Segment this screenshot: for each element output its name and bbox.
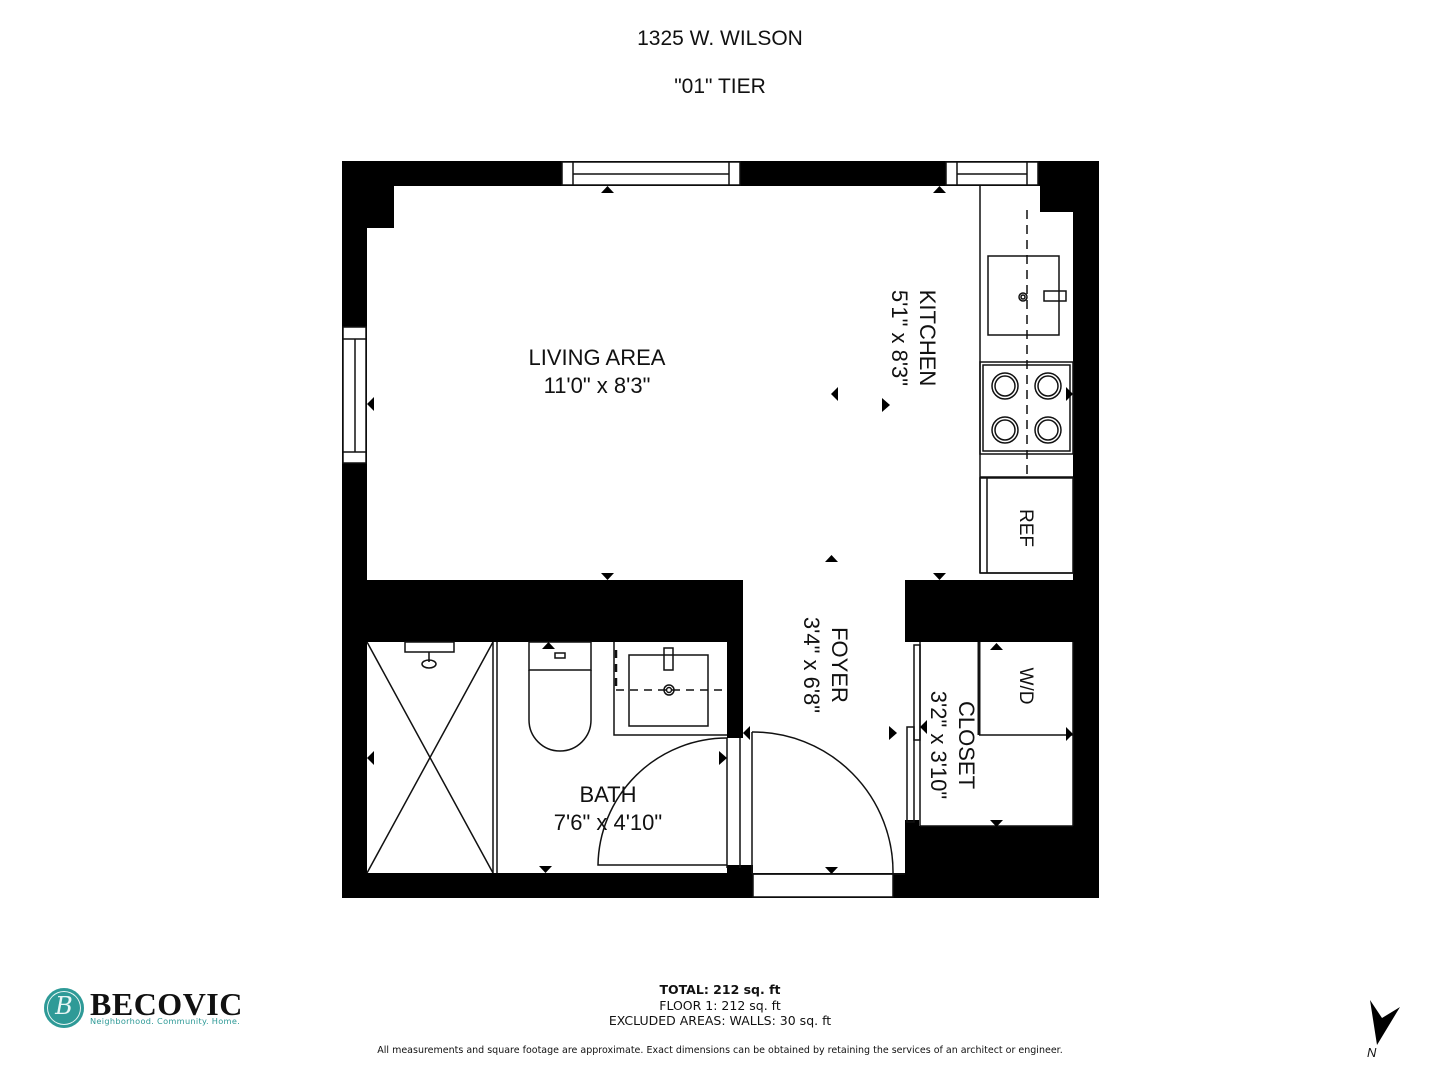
brand-name: BECOVIC: [90, 986, 243, 1022]
fixture-washer-dryer-label: W/D: [1015, 667, 1036, 705]
brand-monogram-icon: [44, 988, 84, 1028]
disclaimer: All measurements and square footage are …: [377, 1045, 1063, 1056]
room-name: BATH: [579, 782, 637, 807]
room-name: KITCHEN: [915, 289, 940, 387]
floor-area: FLOOR 1: 212 sq. ft: [659, 997, 781, 1013]
room-closet: CLOSET 3'2" x 3'10": [924, 665, 980, 825]
room-name: CLOSET: [954, 700, 979, 790]
room-dimensions: 7'6" x 4'10": [553, 810, 663, 835]
room-bath: BATH 7'6" x 4'10": [508, 781, 708, 837]
room-name: LIVING AREA: [528, 345, 666, 370]
brand-logo: B BECOVIC Neighborhood. Community. Home.: [44, 986, 244, 1028]
room-kitchen: KITCHEN 5'1" x 8'3": [885, 258, 941, 418]
room-foyer: FOYER 3'4" x 6'8": [797, 585, 853, 745]
entry-door: [751, 731, 905, 875]
total-area: TOTAL: 212 sq. ft: [659, 982, 781, 997]
room-dimensions: 3'2" x 3'10": [926, 690, 951, 800]
area-summary: TOTAL: 212 sq. ft FLOOR 1: 212 sq. ft EX…: [0, 982, 1440, 1029]
tier-title: "01" TIER: [674, 75, 766, 98]
north-label: N: [1367, 1045, 1377, 1060]
closet-fixtures: [906, 642, 1074, 827]
brand-tagline: Neighborhood. Community. Home.: [90, 1016, 241, 1026]
room-living-area: LIVING AREA 11'0" x 8'3": [497, 344, 697, 400]
room-name: FOYER: [827, 627, 852, 703]
room-dimensions: 5'1" x 8'3": [887, 289, 912, 387]
brand-monogram: B: [55, 992, 73, 1020]
room-dimensions: 11'0" x 8'3": [543, 373, 651, 398]
windows: [342, 161, 1039, 898]
walls: [342, 161, 1099, 898]
address-title: 1325 W. WILSON: [637, 27, 803, 50]
excluded-area: EXCLUDED AREAS: WALLS: 30 sq. ft: [608, 1013, 832, 1028]
north-arrow-icon: [1370, 1000, 1400, 1045]
compass: N: [1362, 995, 1406, 1065]
bath-fixtures: [366, 641, 741, 874]
kitchen-fixtures: [979, 186, 1074, 574]
fixture-refrigerator-label: REF: [1015, 509, 1036, 547]
dimension-markers: [367, 186, 1073, 874]
room-dimensions: 3'4" x 6'8": [799, 616, 824, 714]
